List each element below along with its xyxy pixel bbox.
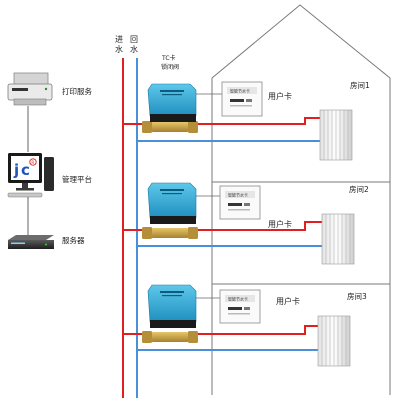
floor-2: 智能节水卡 用户卡 房间2 xyxy=(123,182,369,265)
valve-icon xyxy=(142,182,198,239)
radiator-icon xyxy=(319,109,353,161)
printer-label: 打印服务 xyxy=(62,86,92,96)
card-reader-screen: 智能节水卡 xyxy=(228,192,248,198)
server-icon xyxy=(8,235,54,249)
card-reader-icon: 智能节水卡 xyxy=(219,185,261,220)
return-label-1: 回 xyxy=(130,35,138,44)
radiator-icon xyxy=(317,315,351,367)
card-reader-screen: 智能节水卡 xyxy=(230,88,250,94)
computer-icon: j c R xyxy=(7,153,54,198)
user-card-label-3: 用户卡 xyxy=(276,296,300,306)
user-card-label-2: 用户卡 xyxy=(268,219,292,229)
platform-label: 管理平台 xyxy=(62,174,92,184)
card-reader-icon: 智能节水卡 xyxy=(221,81,263,117)
inlet-label-2: 水 xyxy=(115,44,123,54)
svg-text:c: c xyxy=(21,161,30,179)
house-outline xyxy=(211,4,391,395)
room-label-3: 房间3 xyxy=(347,291,367,301)
radiator-icon xyxy=(321,213,355,265)
signal-wiring xyxy=(196,93,222,299)
supply-branch-3 xyxy=(123,325,318,335)
supply-branch-1 xyxy=(123,117,320,125)
svg-text:R: R xyxy=(31,160,34,165)
floor-1: 智能节水卡 用户卡 房间1 xyxy=(123,80,370,161)
room-label-1: 房间1 xyxy=(350,80,370,90)
server-label: 服务器 xyxy=(62,235,85,245)
card-reader-icon: 智能节水卡 xyxy=(219,289,261,324)
valve-title-1: TC卡 xyxy=(161,54,176,62)
inlet-label-1: 进 xyxy=(115,35,123,44)
printer-icon xyxy=(7,72,53,106)
riser-pipes xyxy=(122,58,138,398)
return-label-2: 水 xyxy=(130,44,138,54)
valve-icon xyxy=(142,284,198,343)
room-label-2: 房间2 xyxy=(349,184,369,194)
valve-title-2: 锁闭阀 xyxy=(161,63,179,71)
user-card-label-1: 用户卡 xyxy=(268,91,292,101)
card-reader-screen: 智能节水卡 xyxy=(228,296,248,302)
floor-3: 智能节水卡 用户卡 房间3 xyxy=(123,284,367,367)
valve-icon xyxy=(142,83,198,133)
supply-branch-2 xyxy=(123,221,322,231)
svg-text:j: j xyxy=(13,161,19,179)
